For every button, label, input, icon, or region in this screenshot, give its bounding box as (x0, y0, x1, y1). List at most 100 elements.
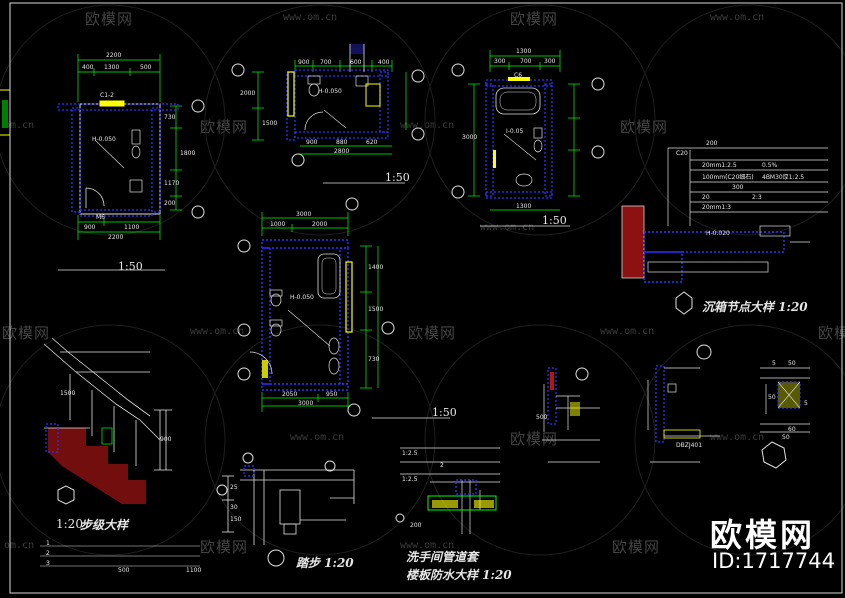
pipe-note: 200 (410, 522, 422, 529)
plan-a-dim: 500 (140, 64, 152, 71)
plan-b-dim: 620 (366, 139, 378, 146)
watermark-url: www.om.cn (480, 222, 535, 233)
plan-b-dim: 600 (350, 59, 362, 66)
threshold-level: H-0.020 (706, 230, 730, 237)
threshold-note: 20mm1:3 (702, 204, 731, 211)
watermark-brand: 欧模网 (510, 430, 559, 448)
plan-c[interactable] (451, 50, 605, 227)
step-note: 2 (46, 550, 50, 557)
pipe-note: 2 (440, 462, 444, 469)
watermark-brand: 欧模网 (408, 324, 457, 342)
plan-d-dim: 2000 (312, 221, 328, 228)
pipe-detail-title-1: 洗手间管道套 (406, 550, 479, 564)
watermark-brand: 欧模网 (818, 324, 845, 342)
watermark-brand: 欧模网 (200, 538, 249, 556)
plan-c-level: I-0.05 (506, 128, 524, 135)
step-detail[interactable] (40, 337, 200, 567)
watermark-url: www.om.cn (400, 120, 455, 131)
plan-b-dim: 700 (320, 59, 332, 66)
step-detail-title: 步级大样 (80, 518, 129, 532)
plan-b-dim: 2800 (334, 148, 350, 155)
plan-c-dim: 300 (544, 58, 556, 65)
plan-c-window: C6 (514, 72, 523, 79)
plan-a[interactable] (57, 54, 205, 271)
watermark-brand: 欧模网 (2, 324, 51, 342)
watermark-url: om.cn (4, 540, 35, 551)
step-dim: 1500 (60, 390, 76, 397)
plan-d-dim: 2050 (282, 391, 298, 398)
tread-detail[interactable] (216, 452, 355, 567)
left-edge-tag (2, 100, 8, 128)
plan-b-level: H-0.050 (318, 88, 342, 95)
plan-d-dim: 730 (368, 356, 380, 363)
plan-d-dim: 3000 (296, 211, 312, 218)
column-section-detail[interactable] (760, 367, 810, 469)
tread-dim: 150 (230, 516, 242, 523)
plan-b-dim: 900 (306, 139, 318, 146)
watermark-url: om.cn (4, 120, 35, 131)
watermark-arcs (0, 4, 845, 556)
plan-a-scale: 1:50 (118, 260, 143, 273)
tread-dim: 30 (230, 504, 238, 511)
plan-d[interactable] (237, 197, 450, 419)
threshold-note: 2:3 (752, 194, 762, 201)
pipe-sleeve-detail[interactable] (395, 447, 500, 534)
watermark-brand: 欧模网 (200, 118, 249, 136)
wall-section-detail[interactable] (542, 367, 600, 463)
threshold-note: 100mm(C20细石) (702, 174, 754, 181)
watermark-url: www.om.cn (190, 326, 245, 337)
drawing-border (9, 2, 843, 594)
column-dim: 50 (768, 394, 776, 401)
plan-b-dim: 400 (378, 59, 390, 66)
plan-d-dim: 1500 (368, 306, 384, 313)
watermark-brand: 欧模网 (612, 538, 661, 556)
plan-d-dim: 1400 (368, 264, 384, 271)
column-dim: 60 (788, 426, 796, 433)
plan-a-door: M6 (96, 214, 105, 221)
watermark-url: www.om.cn (283, 12, 338, 23)
threshold-note: 20 (702, 194, 710, 201)
plan-a-dim: 1100 (124, 224, 140, 231)
column-dim: 50 (782, 434, 790, 441)
plan-a-level: H-0.050 (92, 136, 116, 143)
pipe-note: 1:2.5 (402, 450, 418, 457)
plan-c-scale: 1:50 (542, 214, 567, 227)
plan-c-dim: 3000 (462, 134, 478, 141)
plan-a-dim: 2200 (106, 52, 122, 59)
watermark-url: www.om.cn (290, 432, 345, 443)
pipe-note: 1:2.5 (402, 476, 418, 483)
plan-a-dim: 1300 (104, 64, 120, 71)
plan-c-dim: 300 (494, 58, 506, 65)
step-dim: 1100 (186, 567, 202, 574)
watermark-url: www.om.cn (710, 432, 765, 443)
plan-c-dim: 1300 (516, 203, 532, 210)
threshold-detail[interactable] (621, 147, 828, 315)
watermark-url: www.om.cn (600, 326, 655, 337)
wall-section-dim: 500 (536, 414, 548, 421)
corner-brand-logo: 欧模网 (710, 516, 816, 554)
watermark-url: www.om.cn (710, 12, 765, 23)
step-dim: 500 (118, 567, 130, 574)
plan-a-dim: 1800 (180, 150, 196, 157)
corner-model-id: ID:1717744 (712, 549, 835, 573)
step-dim: 900 (160, 436, 172, 443)
sill-label: DBZJ401 (676, 442, 703, 449)
plan-d-dim: 950 (326, 391, 338, 398)
plan-d-dim: 1000 (270, 221, 286, 228)
plan-b[interactable] (231, 44, 425, 184)
plan-a-dim: 400 (82, 64, 94, 71)
plan-a-dim: 1170 (164, 180, 180, 187)
plan-d-dim: 3000 (298, 400, 314, 407)
plan-b-dim: 900 (298, 59, 310, 66)
threshold-note: 20mm1:2.5 (702, 162, 737, 169)
plan-a-dim: C1-2 (100, 92, 114, 99)
watermark-brand: 欧模网 (510, 10, 559, 28)
step-note: 3 (46, 560, 50, 567)
plan-d-scale: 1:50 (432, 406, 457, 419)
threshold-note: 0.5% (762, 162, 778, 169)
plan-a-dim: 200 (164, 200, 176, 207)
sill-section-detail[interactable] (647, 344, 720, 463)
plan-a-dim: 900 (84, 224, 96, 231)
